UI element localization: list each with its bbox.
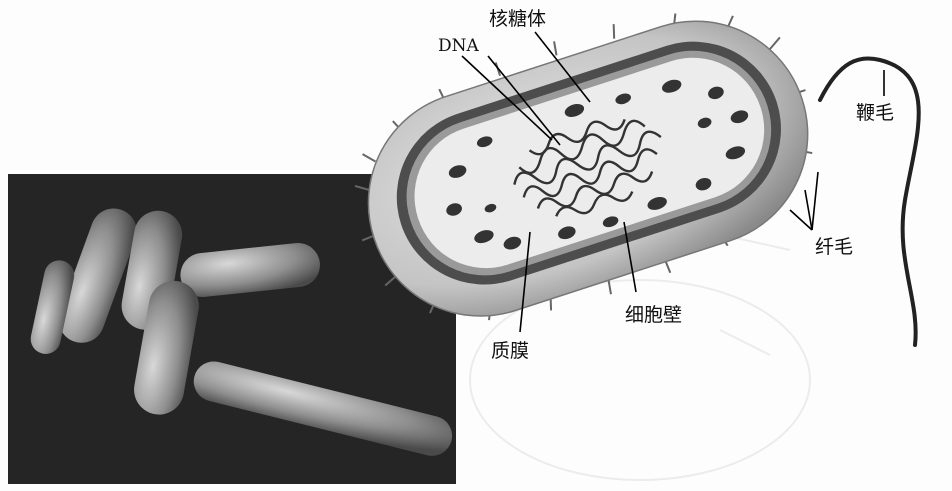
label-dna: DNA: [438, 36, 479, 56]
label-flagellum: 鞭毛: [856, 98, 894, 125]
label-plasma-membrane: 质膜: [491, 336, 529, 363]
label-cell-wall: 细胞壁: [625, 300, 682, 327]
label-ribosome: 核糖体: [489, 4, 546, 31]
label-pili: 纤毛: [815, 232, 853, 259]
